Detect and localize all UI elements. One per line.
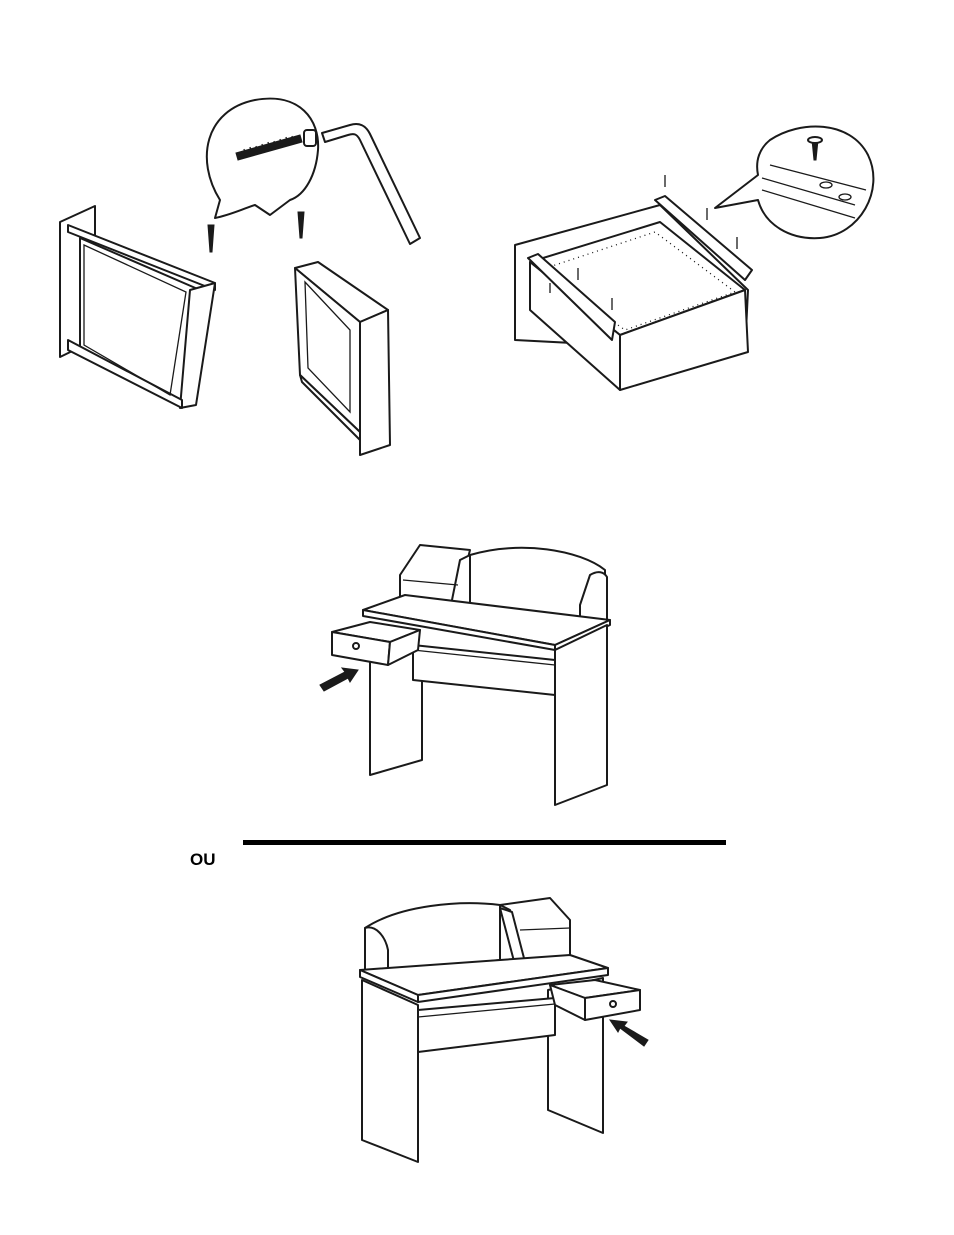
desk-icon — [360, 898, 640, 1162]
push-arrow-icon — [610, 1020, 648, 1046]
